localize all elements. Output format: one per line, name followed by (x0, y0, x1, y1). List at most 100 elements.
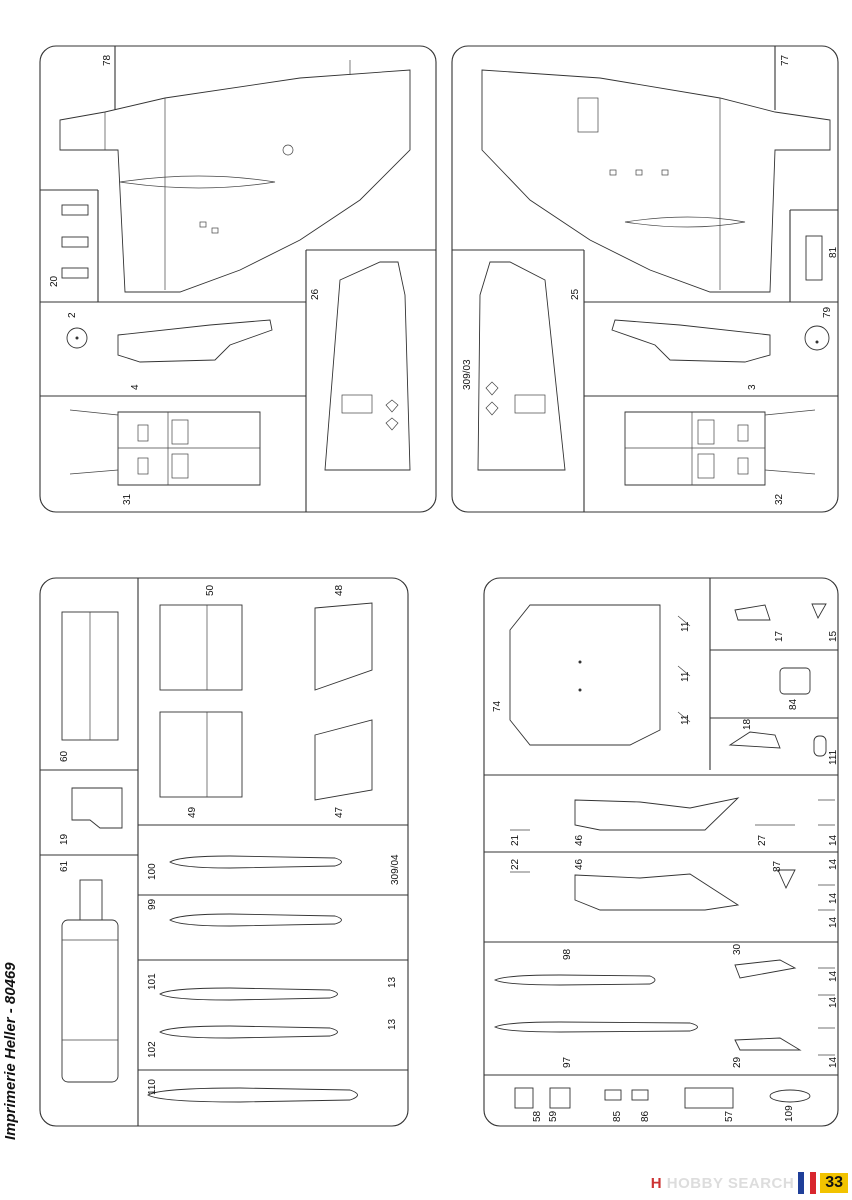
studs-part-14 (818, 799, 835, 1056)
part-number: 13 (387, 1018, 398, 1030)
small-parts-bottom-row (514, 1087, 811, 1109)
part-number: 78 (102, 54, 113, 66)
panel-part-60 (61, 611, 119, 741)
part-number: 26 (310, 288, 321, 300)
part-number: 27 (757, 834, 768, 846)
small-parts-part-18-111 (728, 731, 827, 757)
round-disc-part-2 (66, 327, 88, 349)
small-part-84 (779, 667, 811, 695)
part-number: 46 (574, 858, 585, 870)
panel-part-61 (61, 879, 119, 1083)
part-numbers-bottom-right: 11 11 11 17 15 74 84 18 111 21 46 27 14 … (492, 621, 839, 1122)
part-number: 99 (147, 898, 158, 910)
part-number: 14 (828, 916, 839, 928)
part-number: 101 (147, 973, 158, 990)
part-number: 110 (147, 1079, 158, 1095)
round-disc-part-79 (804, 325, 830, 351)
part-number: 79 (822, 306, 833, 318)
part-number: 102 (147, 1041, 158, 1058)
part-number: 49 (187, 806, 198, 818)
part-number: 11 (680, 621, 691, 632)
fuselage-section-part-26 (324, 261, 411, 471)
part-number: 48 (334, 584, 345, 596)
part-number: 61 (59, 860, 70, 872)
wing-panels-part-48-47 (314, 602, 373, 801)
part-number: 98 (562, 948, 573, 960)
tanks-part-101-102 (159, 987, 338, 1039)
part-number: 46 (574, 834, 585, 846)
bracket-part-19 (71, 787, 123, 829)
part-number: 31 (122, 493, 133, 505)
part-number: 50 (205, 584, 216, 596)
deck-part-74 (509, 604, 661, 746)
hobby-search-logo-icon: H HOBBY SEARCH (650, 1174, 795, 1192)
part-number: 309/03 (462, 359, 473, 390)
small-parts-part-11 (677, 615, 691, 723)
part-number: 14 (828, 970, 839, 982)
part-number: 4 (130, 384, 141, 390)
part-number: 97 (562, 1056, 573, 1068)
part-number: 84 (788, 698, 799, 710)
part-number: 21 (510, 834, 521, 846)
small-parts-part-17-15 (734, 603, 827, 621)
tank-part-110 (147, 1087, 358, 1103)
part-numbers-top-right: 77 81 25 79 309/03 3 32 (462, 54, 839, 505)
small-parts-part-20 (61, 204, 89, 279)
small-part-81 (805, 235, 823, 281)
part-number: 15 (828, 630, 839, 642)
printer-line: Imprimerie Heller - 80469 (2, 962, 19, 1140)
part-number: 25 (570, 288, 581, 300)
part-number: 22 (510, 858, 521, 870)
part-number: 77 (780, 54, 791, 66)
gear-leg-part-4 (117, 319, 273, 363)
part-number: 11 (680, 671, 691, 682)
box-panels-part-50-49 (159, 604, 243, 798)
fuselage-half-part-78 (59, 60, 411, 293)
part-number: 20 (49, 275, 60, 287)
part-number: 14 (828, 996, 839, 1008)
part-number: 58 (532, 1110, 543, 1122)
tray-part-32 (624, 409, 816, 486)
fuselage-half-part-77 (481, 69, 831, 293)
part-number: 100 (147, 863, 158, 880)
part-number: 14 (828, 1056, 839, 1068)
part-number: 87 (772, 860, 783, 872)
part-number: 309/04 (390, 854, 401, 885)
tanks-part-98-97 (493, 974, 698, 1033)
part-number: 81 (828, 246, 839, 258)
sprue-frame-top-right (451, 45, 839, 513)
page-number: 33 (820, 1173, 848, 1193)
part-number: 86 (640, 1110, 651, 1122)
part-number: 13 (387, 976, 398, 988)
small-parts-part-21-22 (510, 829, 530, 873)
part-number: 17 (774, 630, 785, 642)
part-number: 14 (828, 858, 839, 870)
sprue-frame-bottom-right (483, 577, 839, 1127)
wing-parts-part-46 (574, 797, 796, 911)
part-number: 3 (747, 384, 758, 390)
part-number: 18 (742, 718, 753, 730)
part-numbers-top-left: 78 20 2 26 4 31 (49, 54, 321, 505)
gear-leg-part-3 (611, 319, 771, 363)
watermark: H HOBBY SEARCH 33 (651, 1172, 848, 1194)
tanks-part-100-99 (169, 855, 342, 927)
flag-icon (798, 1172, 817, 1194)
part-number: 11 (680, 714, 691, 725)
sprue-frame-bottom-left (39, 577, 409, 1127)
tray-part-31 (69, 409, 261, 486)
sprue-frame-top-left (39, 45, 437, 513)
part-number: 109 (784, 1105, 795, 1122)
part-number: 32 (774, 493, 785, 505)
part-number: 29 (732, 1056, 743, 1068)
part-number: 57 (724, 1110, 735, 1122)
part-number: 2 (67, 312, 78, 318)
part-number: 85 (612, 1110, 623, 1122)
part-number: 59 (548, 1110, 559, 1122)
part-number: 60 (59, 750, 70, 762)
part-number: 74 (492, 700, 503, 712)
part-number: 14 (828, 834, 839, 846)
fuselage-section-part-25 (477, 261, 566, 471)
part-number: 19 (59, 833, 70, 845)
part-number: 30 (732, 943, 743, 955)
